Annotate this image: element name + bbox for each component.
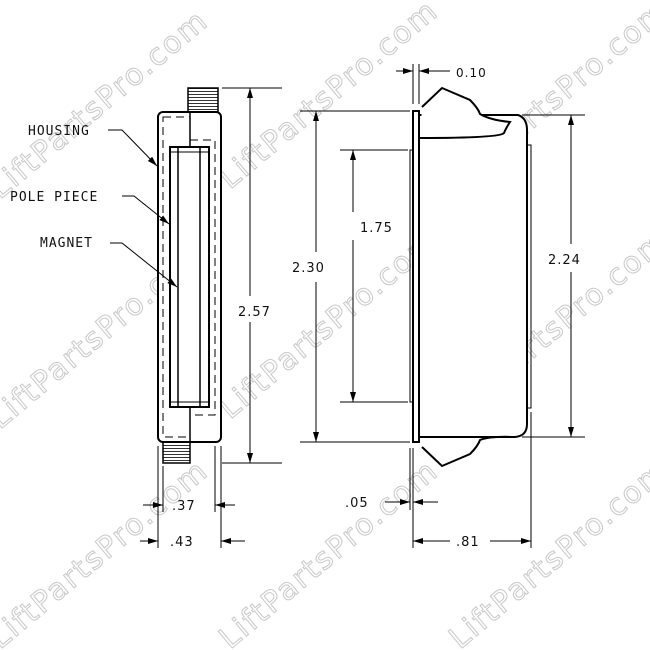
dim-housing-width: .37 bbox=[172, 499, 196, 514]
dim-depth: .81 bbox=[456, 535, 480, 550]
top-clip bbox=[419, 86, 512, 139]
dim-magnet-length: 1.75 bbox=[360, 221, 393, 236]
top-stud bbox=[187, 87, 219, 113]
front-view-dimensions bbox=[140, 87, 282, 548]
side-view-dimensions bbox=[300, 64, 585, 548]
bottom-clip bbox=[421, 435, 516, 468]
watermark: LiftPartsPro.com bbox=[0, 453, 215, 650]
dim-overall-height: 2.57 bbox=[238, 305, 271, 320]
body bbox=[419, 114, 528, 438]
label-magnet: MAGNET bbox=[40, 236, 93, 251]
bottom-stud bbox=[162, 441, 191, 464]
dim-overall-width: .43 bbox=[170, 535, 194, 550]
front-view bbox=[157, 87, 222, 464]
dim-plate-thickness: 0.10 bbox=[456, 66, 487, 80]
watermark: LiftPartsPro.com bbox=[443, 453, 650, 650]
dim-gap: .05 bbox=[345, 496, 369, 511]
mounting-plate bbox=[412, 110, 420, 443]
pole-piece bbox=[169, 146, 210, 408]
dim-plate-height: 2.30 bbox=[292, 261, 325, 276]
label-pole-piece: POLE PIECE bbox=[10, 190, 98, 205]
part-labels: HOUSING POLE PIECE MAGNET bbox=[10, 124, 178, 288]
label-housing: HOUSING bbox=[28, 124, 90, 139]
side-view bbox=[409, 86, 532, 468]
dim-body-height: 2.24 bbox=[548, 253, 581, 268]
